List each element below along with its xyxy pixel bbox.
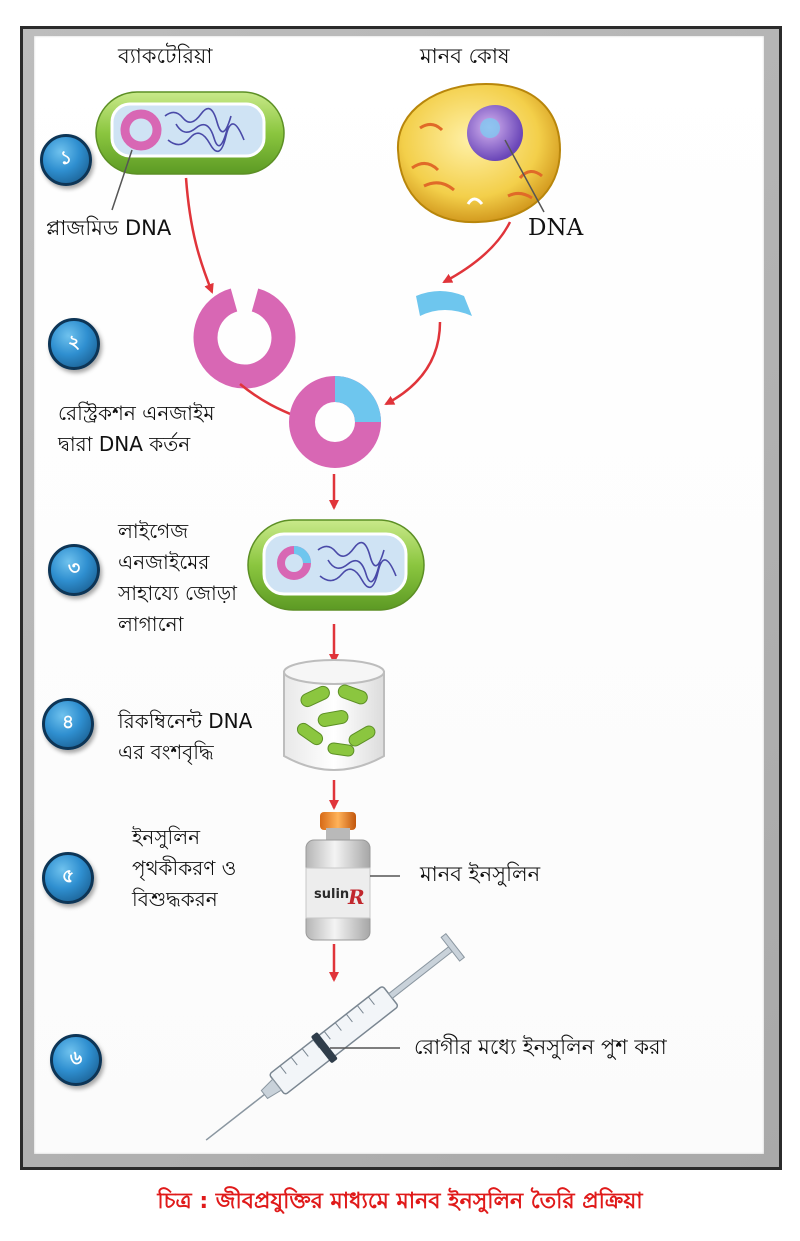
step-2-line-1: রেস্ট্রিকশন এনজাইম	[58, 401, 215, 425]
push-insulin-label: রোগীর মধ্যে ইনসুলিন পুশ করা	[414, 1035, 667, 1059]
human-cell-label: মানব কোষ	[420, 44, 510, 68]
syringe-illustration	[205, 932, 466, 1141]
step-3-line-2: এনজাইমের	[118, 550, 210, 574]
insulin-vial-illustration: sulin R	[305, 812, 371, 941]
plasmid-ring	[120, 109, 162, 151]
step-3-text: লাইগেজ এনজাইমের সাহায্যে জোড়া লাগানো	[118, 516, 237, 640]
step-5-line-1: ইনসুলিন	[132, 825, 201, 849]
step-3-line-1: লাইগেজ	[118, 519, 189, 543]
step-4-line-1: রিকম্বিনেন্ট DNA	[118, 709, 253, 733]
human-dna-label: DNA	[528, 215, 584, 241]
recombinant-bacterium-illustration	[247, 519, 425, 611]
human-insulin-label: মানব ইনসুলিন	[420, 862, 541, 886]
step-badge-2: ২	[48, 318, 100, 370]
step-badge-6: ৬	[50, 1034, 102, 1086]
culture-jar-illustration	[283, 659, 385, 771]
step-badge-3: ৩	[48, 544, 100, 596]
step-4-line-2: এর বংশবৃদ্ধি	[118, 740, 214, 764]
step-2-text: রেস্ট্রিকশন এনজাইম দ্বারা DNA কর্তন	[58, 398, 214, 460]
bacteria-label: ব্যাকটেরিয়া	[118, 44, 213, 68]
arrow-dna-to-ring	[384, 321, 442, 406]
step-5-line-3: বিশুদ্ধকরন	[132, 887, 218, 911]
recombinant-ring	[289, 376, 381, 468]
step-2-line-2: দ্বারা DNA কর্তন	[58, 432, 191, 456]
bacterium-illustration	[95, 91, 285, 175]
cut-plasmid	[193, 288, 296, 389]
dna-pointer	[504, 139, 545, 213]
step-3-line-4: লাগানো	[118, 612, 184, 636]
step-5-line-2: পৃথকীকরণ ও	[132, 856, 237, 880]
human-cell-illustration	[396, 82, 562, 224]
step-5-text: ইনসুলিন পৃথকীকরণ ও বিশুদ্ধকরন	[132, 822, 236, 915]
step-4-text: রিকম্বিনেন্ট DNA এর বংশবৃদ্ধি	[118, 706, 252, 768]
arrow-dna-down	[442, 221, 512, 284]
arrow-plasmid-down	[184, 177, 214, 294]
step-badge-5: ৫	[42, 852, 94, 904]
plasmid-pointer	[111, 149, 133, 211]
figure-caption: চিত্র : জীবপ্রযুক্তির মাধ্যমে মানব ইনসুল…	[157, 1189, 643, 1214]
step-badge-1: ১	[40, 134, 92, 186]
human-dna-fragment	[416, 291, 472, 316]
step-badge-4: ৪	[42, 698, 94, 750]
vial-brand-text: sulin	[314, 887, 349, 902]
plasmid-dna-label: প্লাজমিড DNA	[46, 216, 172, 240]
step-3-line-3: সাহায্যে জোড়া	[118, 581, 237, 605]
chromosome-dna	[164, 107, 245, 153]
vial-rx-text: R	[347, 885, 365, 909]
